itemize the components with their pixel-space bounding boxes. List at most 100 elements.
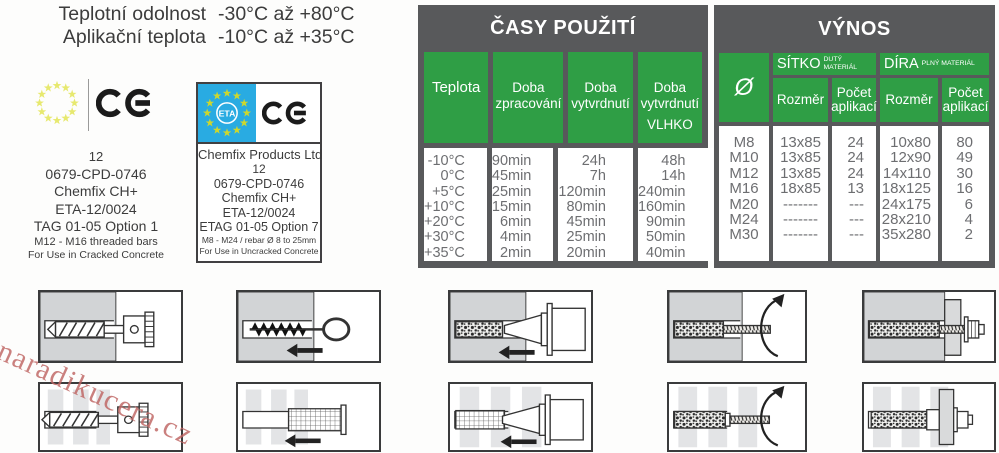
subcolumn-header: Rozměr (773, 78, 828, 122)
cell: 80 (956, 134, 973, 151)
cell: 13x85 (780, 134, 821, 151)
company-name: Chemfix Products Ltd (198, 147, 323, 162)
cell: 50min (646, 229, 686, 246)
cell: 80min (566, 198, 606, 215)
cell: +20°C (424, 214, 465, 231)
cell: Chemfix CH+ (221, 191, 297, 205)
cell: 6min (499, 214, 532, 231)
cell: ------- (783, 211, 818, 229)
cell: 13x85 (780, 149, 821, 167)
ce-mark-icon (256, 84, 320, 142)
cell: 7h (589, 168, 606, 185)
spec-value: -30°C až +80°C (218, 3, 355, 25)
cell: 24x175 (881, 195, 931, 213)
ce-mark-icon (95, 83, 160, 128)
cell: 35x280 (881, 226, 931, 244)
diagram-hollow-material-fixture-cured (862, 382, 996, 452)
cell: 0679-CPD-0746 (45, 165, 147, 182)
column-header-doba-vytvrdnuti: Doba vytvrdnutí (568, 52, 633, 143)
diagram-hollow-material-drill-hole (38, 382, 183, 452)
cell: 2min (499, 244, 532, 261)
cell: 14h (661, 168, 686, 185)
column-header-doba-vytvrdnuti-vlhko: Doba vytvrdnutí VLHKO (637, 52, 703, 143)
cell: 90min (646, 214, 686, 231)
cell: +10°C (424, 198, 465, 215)
cell: 45min (491, 168, 532, 185)
cell: 28x210 (881, 211, 931, 229)
column-header-diameter: Ø (719, 53, 769, 122)
cell: 4min (499, 229, 532, 246)
cell: 160min (637, 198, 686, 215)
cell: +5°C (432, 183, 465, 200)
cell: For Use in Cracked Concrete (28, 249, 164, 261)
cell: 10x80 (890, 134, 931, 151)
spec-value: -10°C až +35°C (218, 26, 355, 48)
divider (87, 79, 89, 131)
diagram-hollow-material-insert-threaded-rod (667, 382, 807, 452)
diagram-solid-concrete-drill-hole (38, 290, 183, 363)
subcolumn-header: Počet aplikací (942, 78, 989, 122)
cert-right-graphic: ETA (198, 84, 320, 144)
cell: 2 (964, 226, 973, 244)
usage-table-header: Teplota Doba zpracování Doba vytvrdnutí … (424, 52, 703, 143)
cell: 12x90 (890, 149, 931, 167)
spec-row: Teplotní odolnost -30°C až +80°C (28, 3, 355, 26)
cell: M12 - M16 threaded bars (34, 235, 158, 248)
usage-table-title: ČASY POUŽITÍ (490, 17, 636, 40)
cell: 18x85 (780, 180, 821, 198)
cell: +35°C (424, 244, 465, 261)
cell: 13 (847, 180, 864, 198)
cell: 20min (566, 244, 606, 261)
cell: 0679-CPD-0746 (213, 176, 305, 191)
yield-table-header: Ø SÍTKO DUTÝ MATERIÁL DÍRA PLNÝ MATERIÁL… (719, 53, 990, 122)
cell: M8 (733, 134, 755, 151)
cell: -10°C (427, 152, 465, 169)
cell: ------- (783, 195, 818, 213)
cell: 30 (956, 164, 973, 182)
cell: M10 (729, 149, 759, 167)
cell: 24 (847, 134, 864, 151)
cell: M20 (729, 195, 759, 213)
cell: 14x110 (882, 164, 931, 182)
cell: +30°C (424, 229, 465, 246)
cell: 24 (847, 149, 864, 167)
cell: 16 (956, 180, 973, 198)
cell: For Use in Uncracked Concrete (199, 245, 319, 256)
cell: ETAG 01-05 Option 7 (199, 220, 319, 234)
group-header-sitko: SÍTKO DUTÝ MATERIÁL (773, 53, 876, 75)
temperature-specs: Teplotní odolnost -30°C až +80°C Aplikač… (28, 3, 355, 49)
column-header-doba-zpracovani: Doba zpracování (493, 52, 564, 143)
cell: 4 (964, 211, 973, 229)
cell: 120min (558, 183, 606, 200)
cell: 13x85 (780, 164, 821, 182)
cell: 15min (491, 198, 532, 215)
cell: 18x125 (881, 180, 931, 198)
yield-table: VÝNOS Ø SÍTKO DUTÝ MATERIÁL DÍRA PLNÝ MA… (714, 5, 995, 268)
cell: M30 (729, 226, 759, 244)
cell: 45min (566, 214, 606, 231)
eta-logo-icon: ETA (198, 84, 256, 142)
cell: --- (849, 195, 864, 213)
subcolumn-header: Rozměr (880, 78, 938, 122)
group-header-dira: DÍRA PLNÝ MATERIÁL (880, 53, 989, 75)
cell: ETA-12/0024 (222, 205, 296, 220)
cell: 240min (637, 183, 686, 200)
cell: 48h (661, 152, 686, 169)
subcolumn-header: Počet aplikací (831, 78, 877, 122)
diagram-hollow-material-insert-mesh-sleeve (236, 382, 381, 452)
cell: M8 - M24 / rebar Ø 8 to 25mm (201, 234, 317, 245)
spec-row: Aplikační teplota -10°C až +35°C (28, 26, 355, 49)
